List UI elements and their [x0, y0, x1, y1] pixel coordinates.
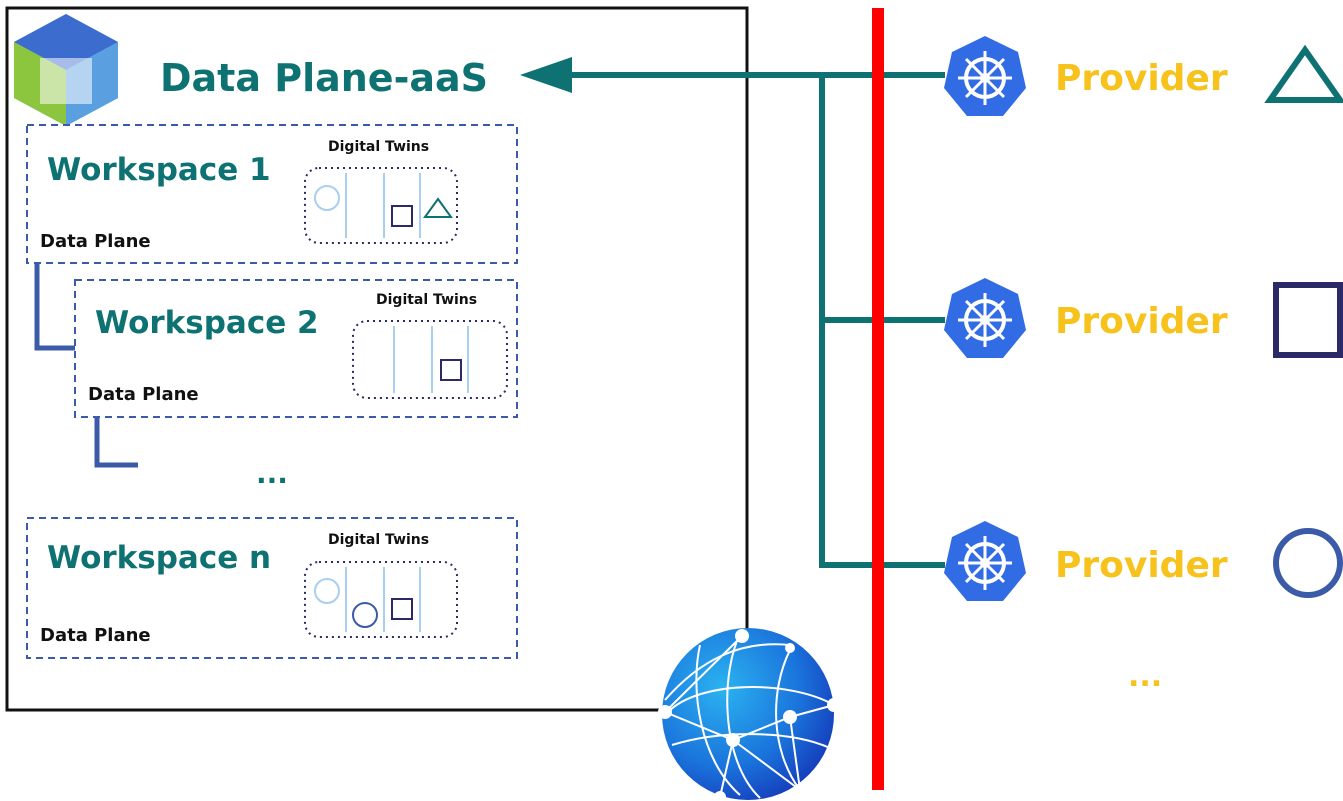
workspace-1: Workspace 1 Digital Twins Data Plane: [26, 124, 518, 264]
square-twin-icon: [391, 205, 413, 227]
triangle-icon: [1264, 44, 1343, 103]
dataplane-aas-container: [5, 6, 749, 712]
data-plane-label: Data Plane: [88, 384, 199, 405]
digital-twins-label: Digital Twins: [328, 532, 429, 548]
network-bar: [872, 8, 884, 790]
workspace-title: Workspace 1: [47, 152, 271, 188]
provider-connector: [572, 72, 945, 568]
workspace-connector: [34, 263, 75, 351]
provider-2: Provider: [942, 276, 1343, 360]
circle-twin-icon: [314, 185, 340, 211]
kubernetes-icon: [942, 276, 1028, 360]
arrow-left-icon: [520, 57, 572, 93]
triangle-twin-icon: [423, 197, 453, 218]
providers-ellipsis: ...: [1128, 659, 1162, 694]
data-plane-label: Data Plane: [40, 231, 151, 252]
digital-twins-label: Digital Twins: [328, 139, 429, 155]
digital-twins-box: [352, 320, 508, 399]
main-title: Data Plane-aaS: [160, 56, 488, 100]
provider-3: Provider: [942, 519, 1343, 603]
kubernetes-icon: [942, 34, 1028, 118]
workspace-n: Workspace n Digital Twins Data Plane: [26, 517, 518, 659]
workspace-title: Workspace 2: [95, 305, 319, 341]
digital-twins-box: [304, 561, 458, 638]
digital-twins-label: Digital Twins: [376, 292, 477, 308]
circle-twin-icon: [352, 602, 378, 628]
digital-twins-box: [304, 167, 458, 244]
square-twin-icon: [440, 359, 462, 381]
circle-icon: [1273, 528, 1343, 598]
square-twin-icon: [391, 598, 413, 620]
workspace-connector: [94, 418, 138, 468]
data-plane-label: Data Plane: [40, 625, 151, 646]
workspace-2: Workspace 2 Digital Twins Data Plane: [74, 279, 518, 418]
ellipsis: ...: [256, 457, 288, 490]
cube-logo-icon: [14, 14, 118, 126]
kubernetes-icon: [942, 519, 1028, 603]
globe-network-icon: [658, 628, 841, 801]
circle-twin-icon: [314, 578, 340, 604]
provider-label: Provider: [1055, 301, 1228, 342]
provider-label: Provider: [1055, 58, 1228, 99]
workspace-title: Workspace n: [47, 540, 271, 576]
provider-label: Provider: [1055, 545, 1228, 586]
square-icon: [1273, 282, 1343, 358]
provider-1: Provider: [942, 34, 1343, 118]
